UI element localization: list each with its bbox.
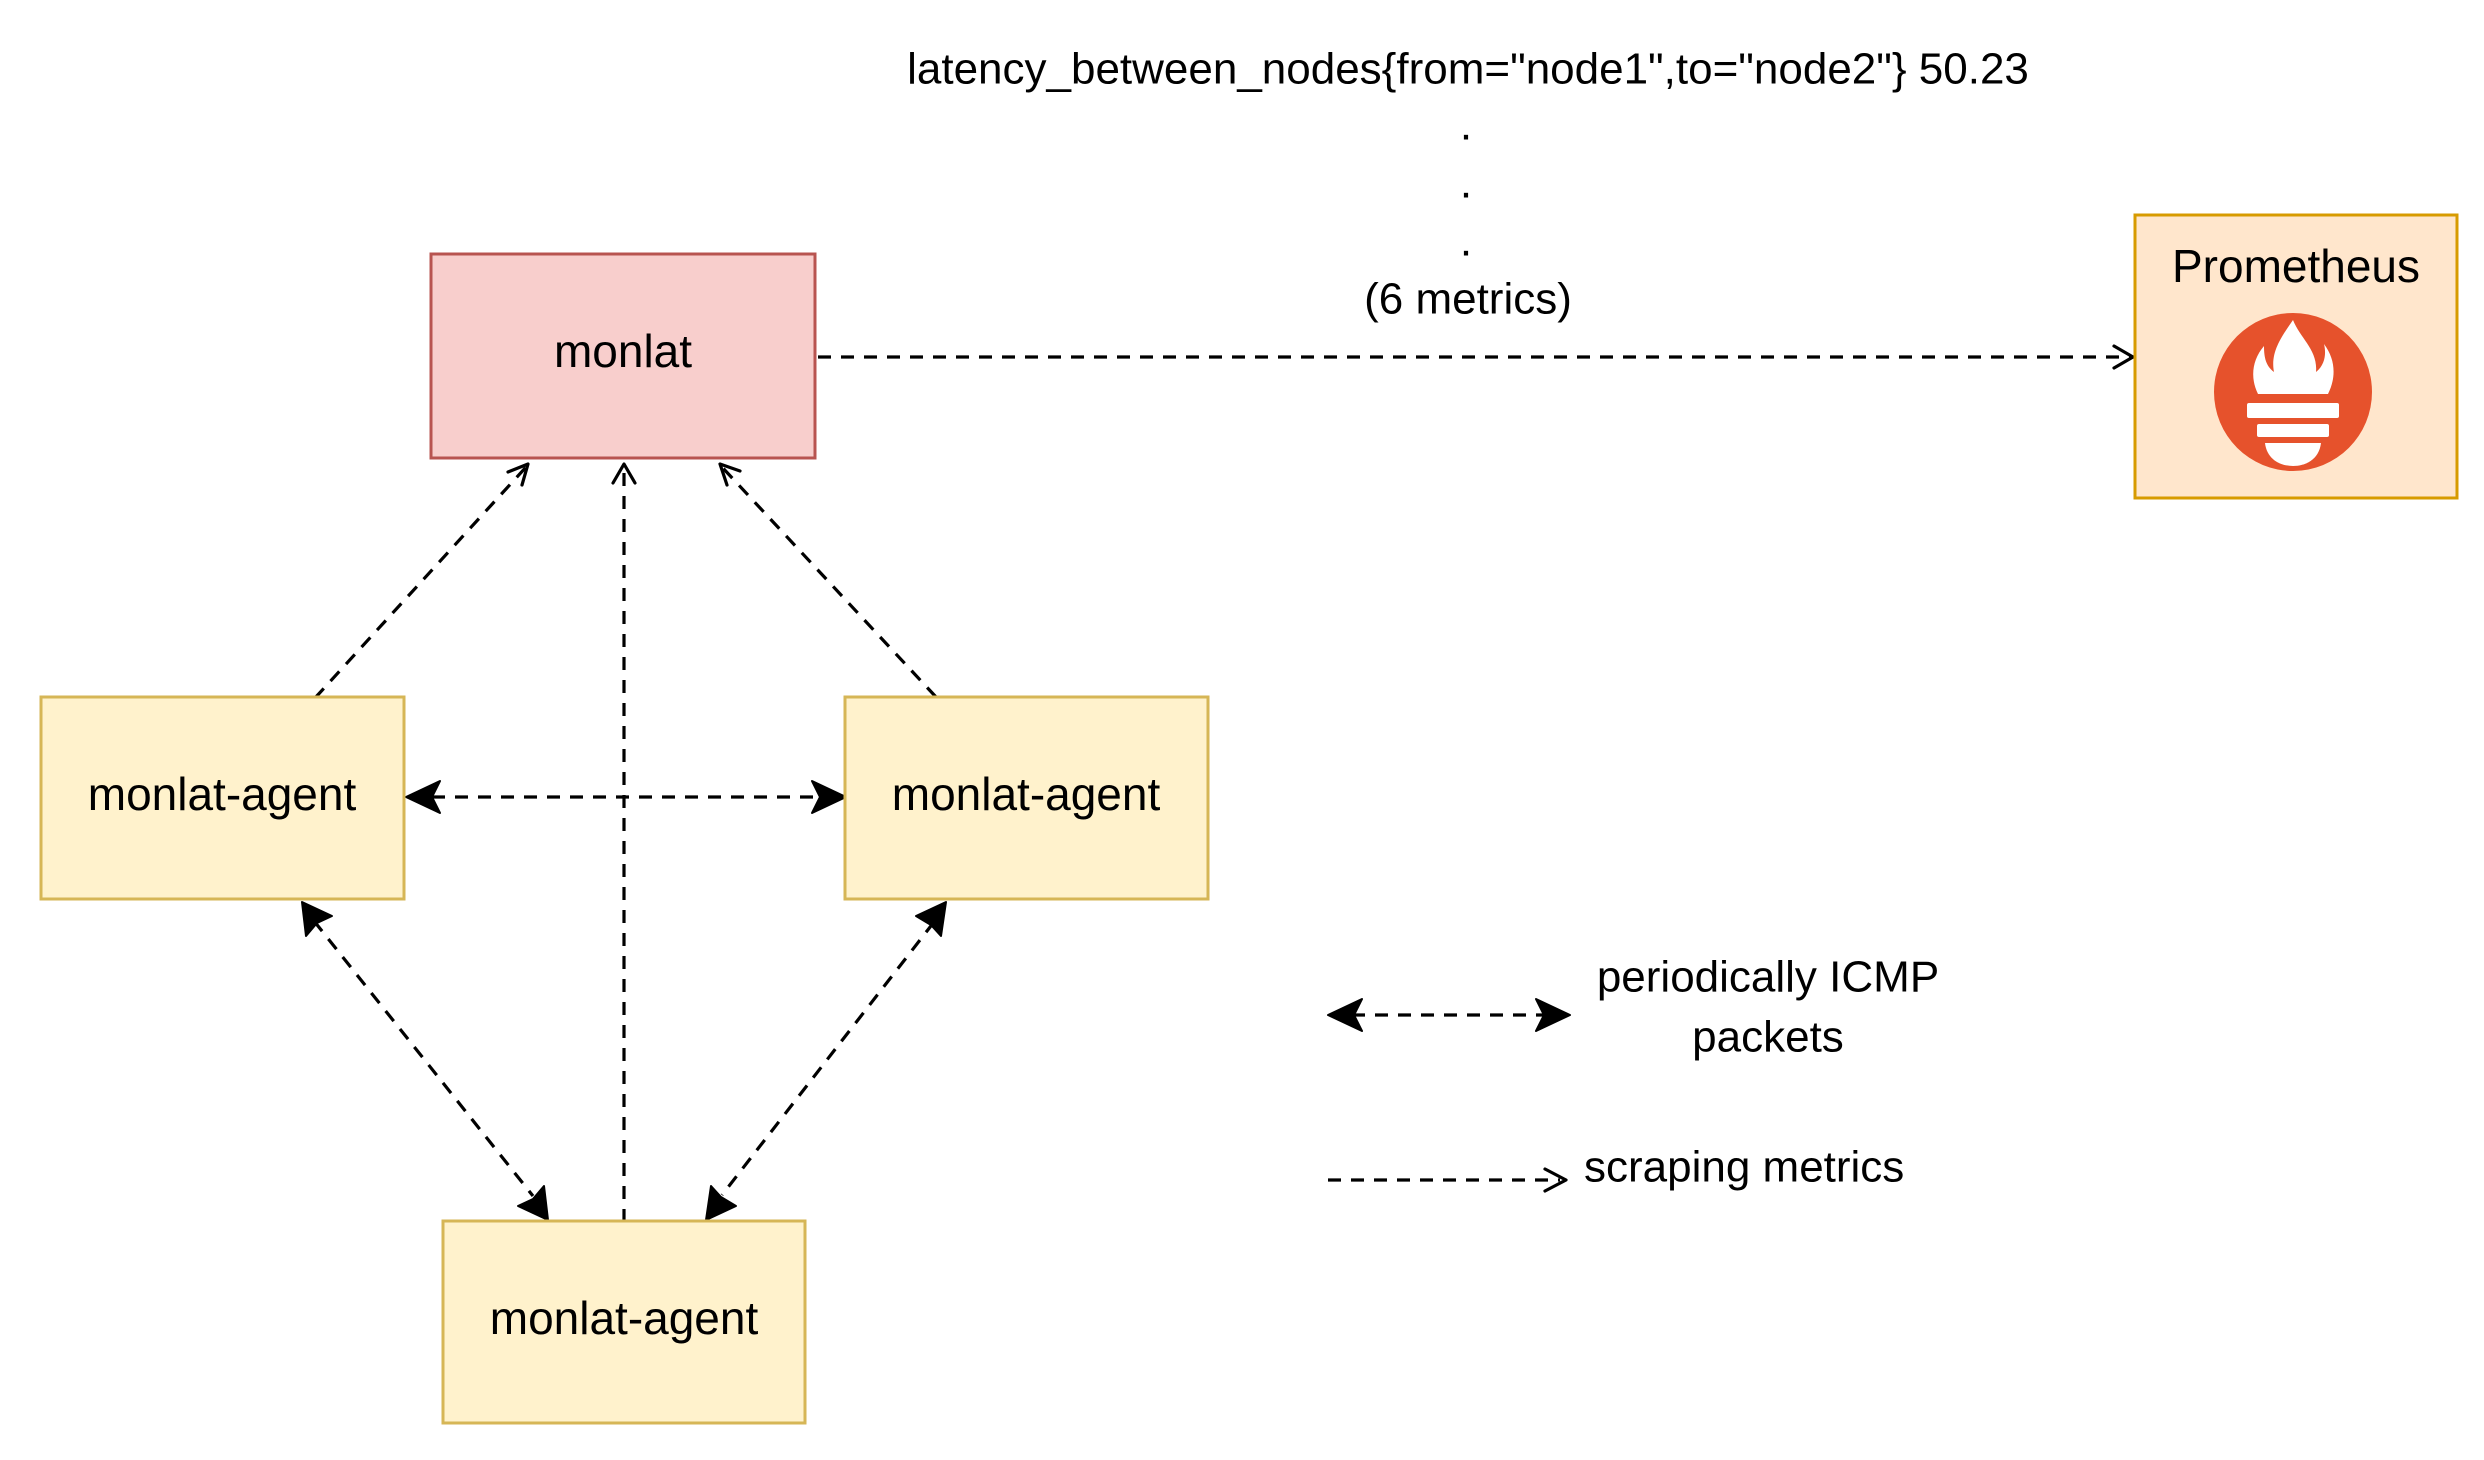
legend-icmp-arrow	[1327, 998, 1571, 1032]
edge-monlat-to-prometheus	[818, 344, 2135, 370]
ellipsis-dot-1: .	[1460, 101, 1472, 150]
legend-icmp-line1: periodically ICMP	[1597, 953, 1939, 1002]
monlat-node: monlat	[429, 252, 817, 460]
edge-agent-left-to-monlat	[313, 462, 530, 700]
monlat-agent-right-label: monlat-agent	[892, 768, 1161, 820]
monlat-agent-left-label: monlat-agent	[88, 768, 357, 820]
prometheus-label: Prometheus	[2172, 240, 2420, 292]
edge-agent-right-agent-bottom	[705, 901, 947, 1221]
edge-agent-bottom-to-monlat	[611, 462, 637, 1222]
monlat-agent-right-node: monlat-agent	[843, 695, 1210, 901]
edge-agent-left-agent-right	[405, 780, 847, 814]
monlat-agent-left-node: monlat-agent	[39, 695, 406, 901]
legend-scraping-arrow	[1328, 1167, 1568, 1193]
prometheus-node: Prometheus	[2133, 213, 2459, 500]
ellipsis-dot-2: .	[1460, 159, 1472, 208]
legend-icmp-line2: packets	[1692, 1013, 1844, 1062]
monlat-agent-bottom-label: monlat-agent	[490, 1292, 759, 1344]
prometheus-logo-icon	[2214, 313, 2372, 471]
monlat-agent-bottom-node: monlat-agent	[441, 1219, 807, 1425]
edge-agent-right-to-monlat	[718, 462, 938, 699]
monlat-label: monlat	[554, 325, 692, 377]
ellipsis-dot-3: .	[1460, 217, 1472, 266]
metric-example-text: latency_between_nodes{from="node1",to="n…	[907, 45, 2029, 94]
edge-agent-left-agent-bottom	[301, 901, 549, 1221]
legend: periodically ICMP packets scraping metri…	[1327, 953, 1939, 1193]
legend-scraping-text: scraping metrics	[1584, 1143, 1904, 1192]
metric-annotation: latency_between_nodes{from="node1",to="n…	[907, 45, 2029, 324]
metric-count-text: (6 metrics)	[1364, 275, 1572, 324]
